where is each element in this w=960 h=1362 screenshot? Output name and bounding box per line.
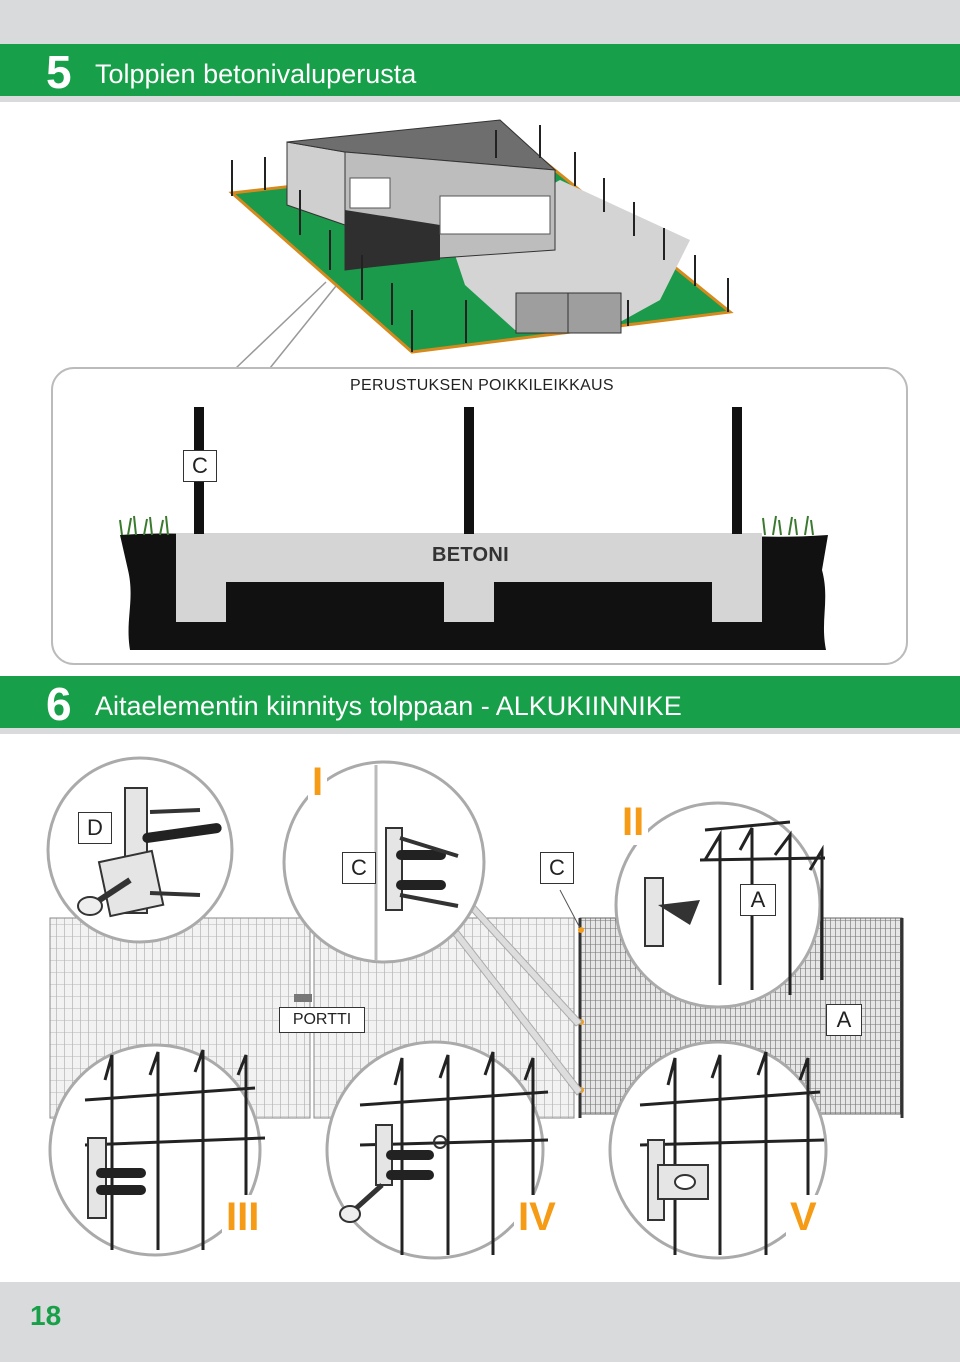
section-6-number: 6 — [46, 678, 72, 730]
building-dark-base — [345, 210, 440, 270]
step-label-ii: II — [618, 800, 649, 845]
fence-diagram — [46, 756, 904, 1260]
grass — [119, 515, 814, 536]
label-c-detail: C — [342, 852, 376, 884]
cross-section-caption: PERUSTUKSEN POIKKILEIKKAUS — [350, 377, 614, 394]
section-6-title: Aitaelementin kiinnitys tolppaan - ALKUK… — [95, 691, 682, 721]
post-middle — [464, 407, 474, 534]
detail-circle-iii — [48, 1043, 266, 1257]
label-c-fence: C — [540, 852, 574, 884]
page-number: 18 — [30, 1300, 62, 1331]
section-6-bar — [0, 676, 960, 728]
callout-line — [269, 285, 337, 369]
cross-section-panel — [51, 367, 908, 665]
section-5-bar — [0, 44, 960, 96]
step-label-iii: III — [222, 1195, 264, 1240]
concrete-footing — [176, 533, 762, 622]
step-label-i: I — [308, 760, 328, 805]
detail-circle-d — [46, 756, 234, 944]
top-band — [0, 0, 960, 44]
gate-latch — [294, 994, 312, 1002]
label-a-detail: A — [740, 884, 776, 916]
label-c-cross-section: C — [183, 450, 217, 482]
detail-circle-v — [608, 1040, 828, 1260]
section-5-header: 5 Tolppien betonivaluperusta — [0, 44, 960, 102]
post-right — [732, 407, 742, 534]
building-window — [439, 195, 551, 235]
building-window-2 — [349, 177, 391, 209]
detail-circle-iv — [325, 1040, 549, 1260]
fence-posts — [231, 125, 729, 352]
step-label-v: V — [786, 1195, 821, 1240]
section-5-title: Tolppien betonivaluperusta — [95, 59, 417, 89]
concrete-label: BETONI — [432, 544, 509, 566]
detail-circle-ii — [614, 801, 826, 1009]
gate-label: PORTTI — [279, 1007, 365, 1033]
label-d: D — [78, 812, 112, 844]
callout-line-c — [559, 889, 581, 929]
footer-band — [0, 1282, 960, 1362]
section-6-header: 6 Aitaelementin kiinnitys tolppaan - ALK… — [0, 676, 960, 734]
callout-line — [235, 281, 327, 369]
detail-circle-i — [282, 760, 486, 964]
label-a-fence: A — [826, 1004, 862, 1036]
section-5-number: 5 — [46, 46, 72, 98]
step-label-iv: IV — [514, 1195, 560, 1240]
site-illustration — [228, 119, 734, 369]
